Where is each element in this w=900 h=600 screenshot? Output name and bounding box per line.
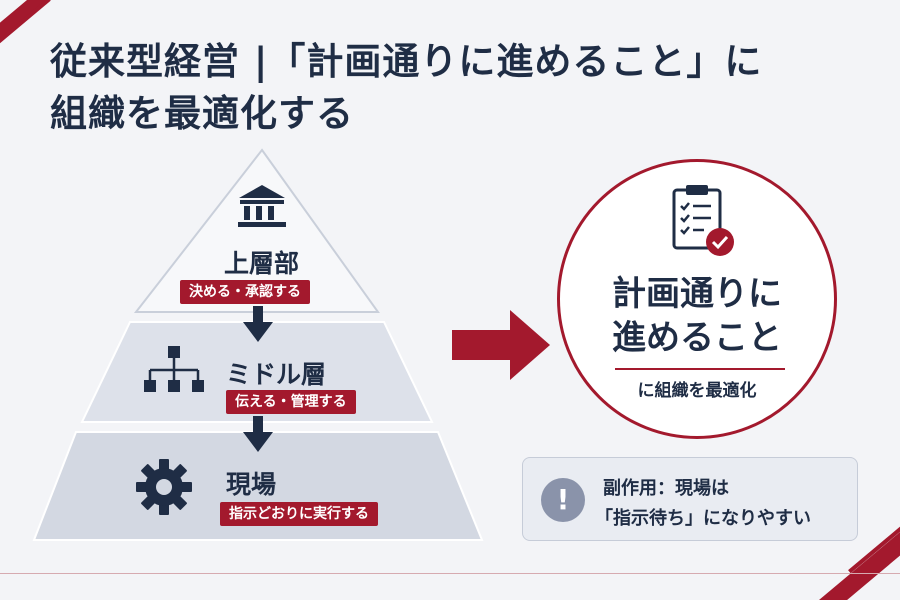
down-arrow-1 <box>243 306 273 342</box>
side-effect-box: ! 副作用：現場は 「指示待ち」になりやすい <box>522 457 858 541</box>
tier-tag-top: 決める・承認する <box>180 280 310 304</box>
result-circle: 計画通りに 進めること に組織を最適化 <box>557 159 837 439</box>
side-effect-line-2: 「指示待ち」になりやすい <box>595 508 811 529</box>
institution-icon <box>238 185 286 227</box>
org-chart-icon <box>144 346 204 392</box>
tier-label-middle: ミドル層 <box>226 360 327 389</box>
result-main-line-1: 計画通りに <box>612 274 782 314</box>
tier-label-top: 上層部 <box>224 249 300 278</box>
tier-tag-bottom: 指示どおりに実行する <box>220 502 378 526</box>
result-divider <box>615 368 785 370</box>
gear-icon <box>136 459 192 515</box>
bottom-divider <box>0 573 900 574</box>
tier-label-bottom: 現場 <box>226 470 277 499</box>
down-arrow-2 <box>243 416 273 452</box>
tier-tag-middle: 伝える・管理する <box>226 390 356 414</box>
page-title: 従来型経営 |「計画通りに進めること」に 組織を最適化する <box>50 36 830 140</box>
exclamation-icon: ! <box>541 478 585 522</box>
right-arrow <box>452 310 550 380</box>
result-sub: に組織を最適化 <box>637 381 757 401</box>
title-line-1: 従来型経営 |「計画通りに進めること」に <box>50 40 763 83</box>
title-line-2: 組織を最適化する <box>50 92 354 135</box>
result-main-line-2: 進めること <box>612 318 782 358</box>
side-effect-line-1: 副作用：現場は <box>603 478 729 499</box>
clipboard-check-icon <box>672 185 734 256</box>
